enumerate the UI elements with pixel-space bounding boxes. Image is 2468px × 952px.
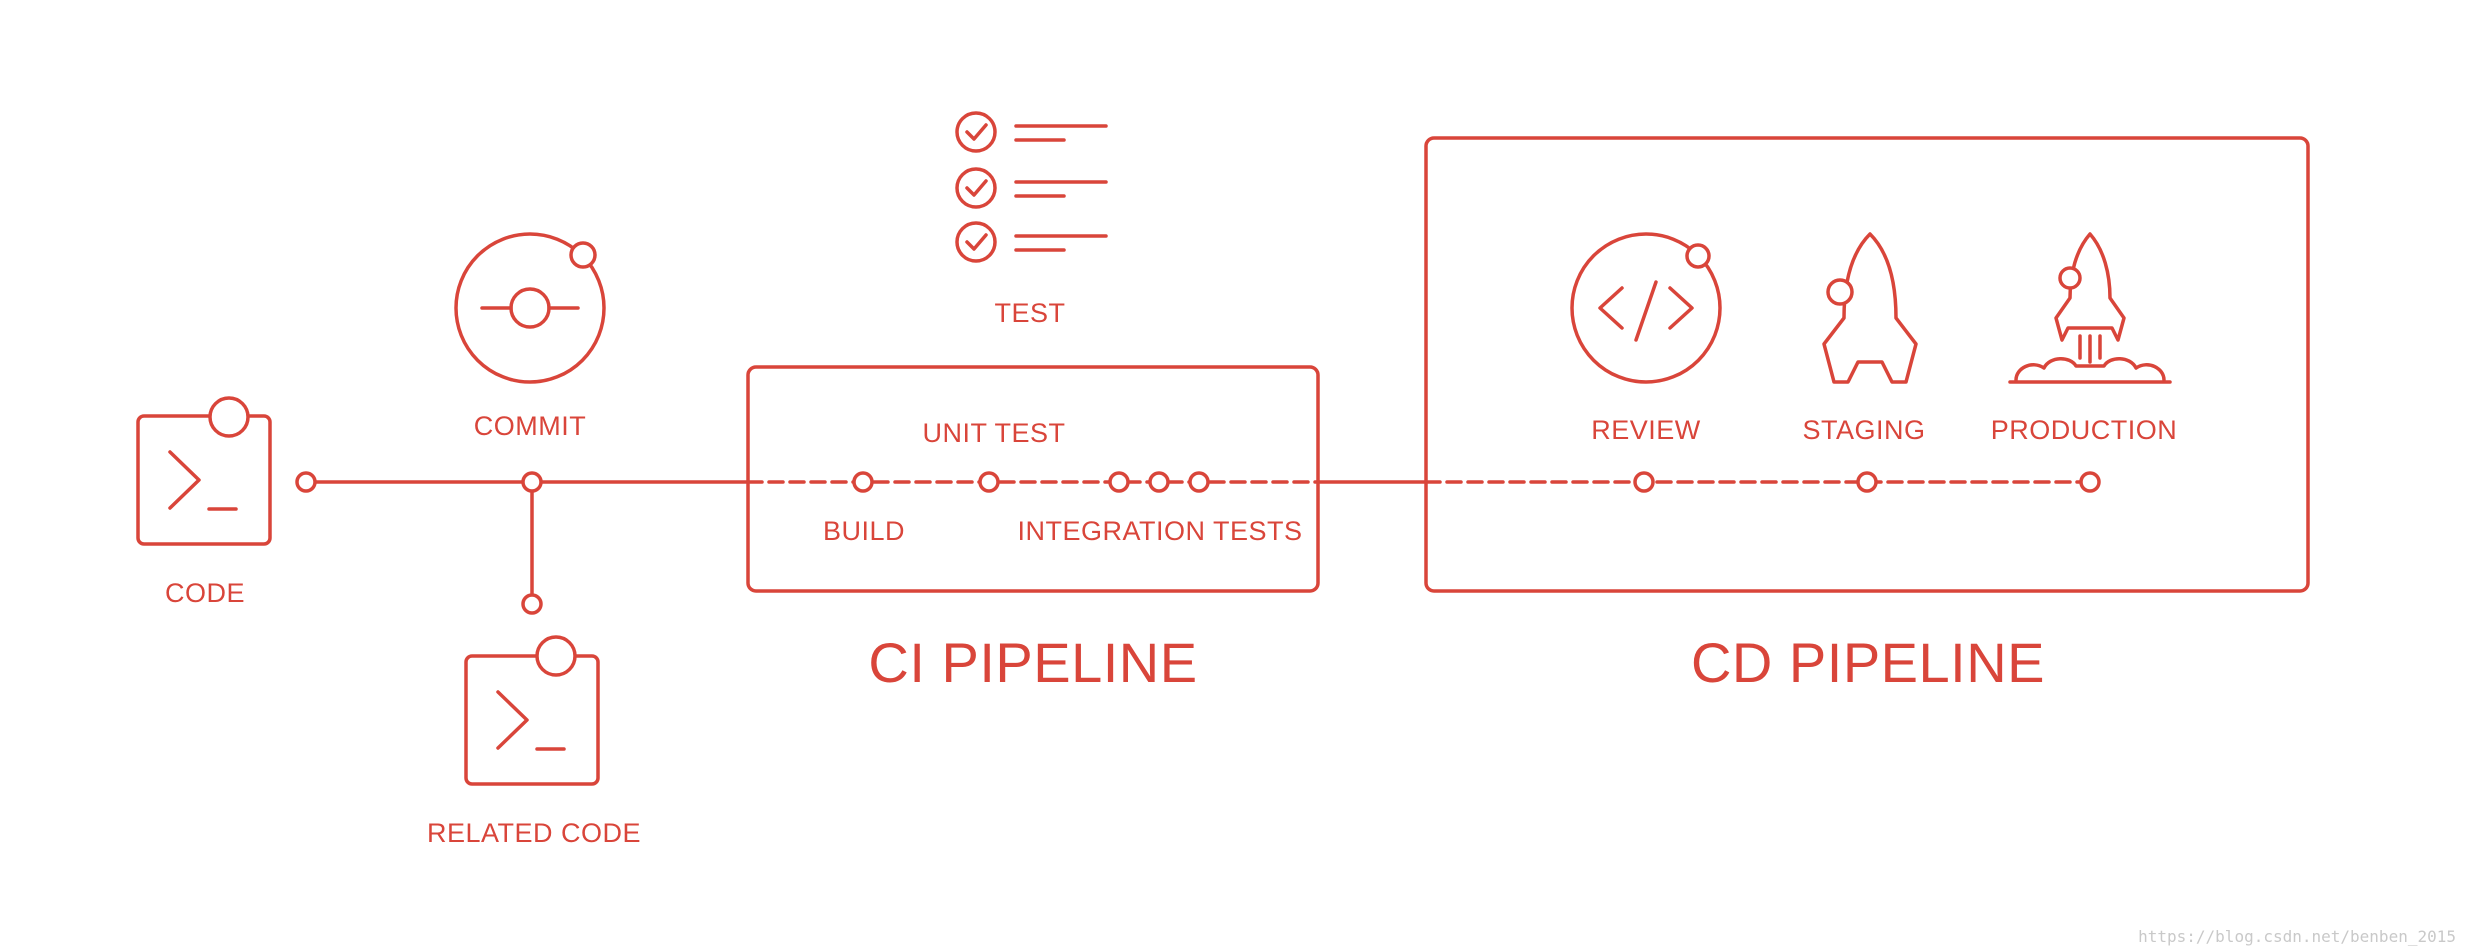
node-code — [295, 471, 317, 493]
node-staging — [1856, 471, 1878, 493]
node-integration-3 — [1188, 471, 1210, 493]
label-staging: STAGING — [1802, 415, 1926, 445]
node-build — [852, 471, 874, 493]
label-unit-test: UNIT TEST — [922, 418, 1066, 448]
label-code: CODE — [164, 578, 246, 608]
node-integration-1 — [1108, 471, 1130, 493]
label-production: PRODUCTION — [1990, 415, 2178, 445]
watermark: https://blog.csdn.net/benben_2015 — [2138, 927, 2456, 946]
ci-pipeline-title: CI PIPELINE — [868, 631, 1198, 694]
node-commit — [521, 471, 543, 493]
terminal-icon — [464, 635, 600, 786]
node-production — [2079, 471, 2101, 493]
node-integration-2 — [1148, 471, 1170, 493]
label-related-code: RELATED CODE — [426, 818, 642, 848]
rocket-launch-icon — [2008, 232, 2172, 384]
terminal-icon — [136, 396, 272, 546]
label-review: REVIEW — [1591, 415, 1701, 445]
label-test: TEST — [994, 298, 1066, 328]
code-review-icon — [1570, 232, 1722, 384]
label-commit: COMMIT — [473, 411, 587, 441]
checklist-icon — [955, 111, 1108, 263]
label-build: BUILD — [822, 516, 906, 546]
node-related-code — [521, 593, 543, 615]
node-unit-test — [978, 471, 1000, 493]
node-review — [1633, 471, 1655, 493]
cd-pipeline-title: CD PIPELINE — [1690, 631, 2046, 694]
rocket-icon — [1822, 232, 1918, 384]
commit-icon — [454, 232, 606, 384]
cd-pipeline-box — [1424, 136, 2310, 593]
ci-pipeline-box — [746, 365, 1320, 593]
label-integration-tests: INTEGRATION TESTS — [1017, 516, 1303, 546]
